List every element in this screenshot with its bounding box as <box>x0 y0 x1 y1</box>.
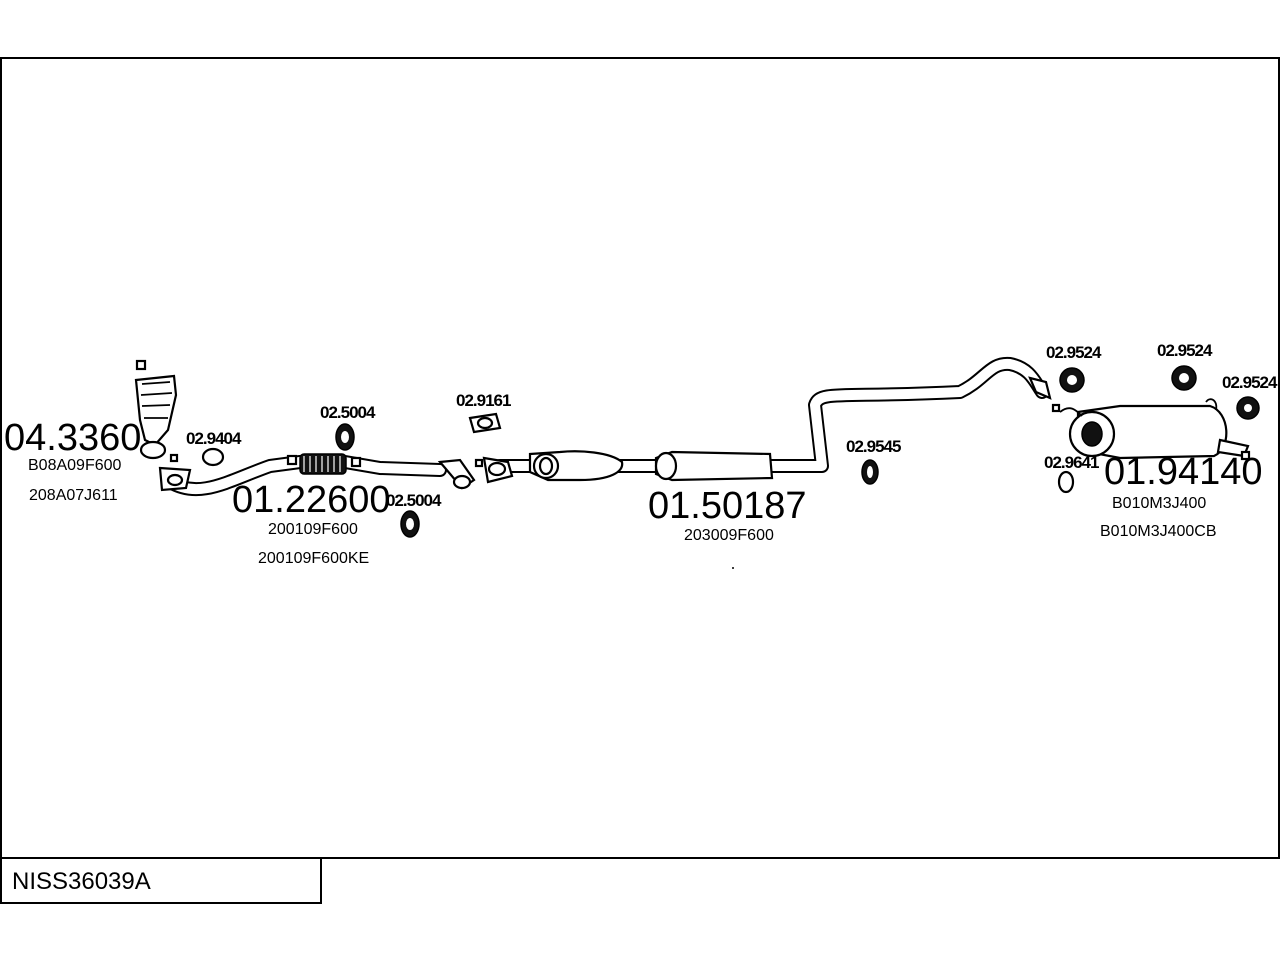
part-ref: B010M3J400CB <box>1100 523 1217 540</box>
rubber-mount-icon[interactable] <box>861 459 879 485</box>
dot-mark <box>732 567 734 569</box>
gasket-icon[interactable] <box>468 412 502 434</box>
ring-icon[interactable] <box>1057 470 1075 494</box>
part-number[interactable]: 01.22600 <box>232 479 391 521</box>
rubber-hanger-icon[interactable] <box>1059 367 1085 393</box>
accessory-number[interactable]: 02.5004 <box>386 491 443 510</box>
part-ref: B010M3J400 <box>1112 495 1206 512</box>
accessory-number[interactable]: 02.9404 <box>186 429 243 448</box>
accessory-number[interactable]: 02.9161 <box>456 391 512 410</box>
accessory-number[interactable]: 02.9524 <box>1157 341 1214 360</box>
accessory-number[interactable]: 02.9641 <box>1044 453 1100 472</box>
part-ref: 203009F600 <box>684 527 774 544</box>
rubber-mount-icon[interactable] <box>400 510 420 538</box>
gasket-icon[interactable] <box>201 447 225 467</box>
rubber-hanger-icon[interactable] <box>1171 365 1197 391</box>
catalytic-converter[interactable] <box>134 359 192 492</box>
rear-silencer[interactable] <box>1028 376 1251 461</box>
diagram-code-box: NISS36039A <box>0 858 322 904</box>
accessory-number[interactable]: 02.5004 <box>320 403 377 422</box>
flex-pipe[interactable] <box>286 453 476 490</box>
diagram-frame <box>0 57 1280 859</box>
part-ref: 208A07J611 <box>29 487 118 504</box>
part-ref: B08A09F600 <box>28 457 122 474</box>
accessory-number[interactable]: 02.9524 <box>1046 343 1103 362</box>
part-number[interactable]: 01.50187 <box>648 485 807 527</box>
accessory-number[interactable]: 02.9524 <box>1222 373 1279 392</box>
diagram-code: NISS36039A <box>12 868 151 895</box>
part-number[interactable]: 01.94140 <box>1104 451 1263 493</box>
accessory-number[interactable]: 02.9545 <box>846 437 902 456</box>
part-ref: 200109F600 <box>268 521 358 538</box>
rubber-hanger-icon[interactable] <box>1236 396 1260 420</box>
center-silencer[interactable] <box>474 450 774 484</box>
rubber-mount-icon[interactable] <box>335 423 355 451</box>
part-ref: 200109F600KE <box>258 550 369 567</box>
part-number[interactable]: 04.3360 <box>4 417 141 459</box>
